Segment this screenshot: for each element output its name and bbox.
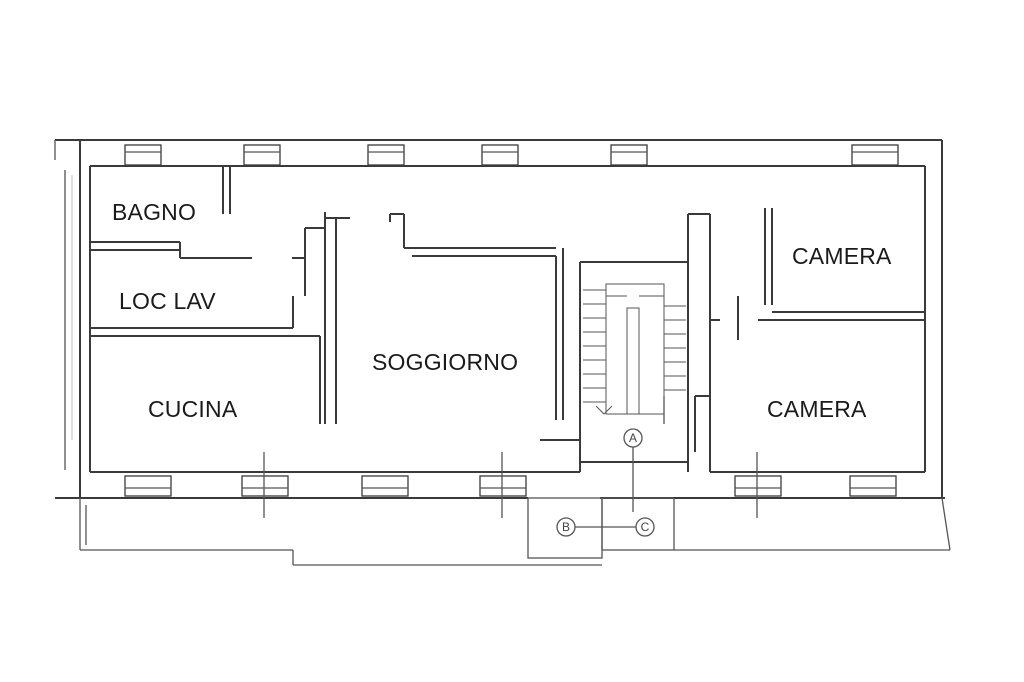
room-label-camera-bottom: CAMERA bbox=[767, 396, 867, 422]
marker-b: B bbox=[561, 520, 570, 534]
marker-c: C bbox=[640, 520, 650, 534]
windows-top bbox=[124, 144, 899, 166]
room-label-soggiorno: SOGGIORNO bbox=[372, 349, 519, 375]
balcony bbox=[79, 497, 951, 566]
windows-bottom bbox=[124, 475, 897, 497]
outer-walls bbox=[54, 139, 945, 499]
room-label-cucina: CUCINA bbox=[148, 396, 238, 422]
internal-walls bbox=[90, 166, 925, 472]
room-label-camera-top: CAMERA bbox=[792, 243, 892, 269]
marker-connectors bbox=[556, 428, 655, 537]
section-lines bbox=[263, 452, 758, 518]
room-label-bagno: BAGNO bbox=[112, 199, 197, 225]
room-label-loc-lav: LOC LAV bbox=[119, 288, 216, 314]
marker-a: A bbox=[628, 431, 637, 445]
staircase bbox=[583, 283, 686, 424]
